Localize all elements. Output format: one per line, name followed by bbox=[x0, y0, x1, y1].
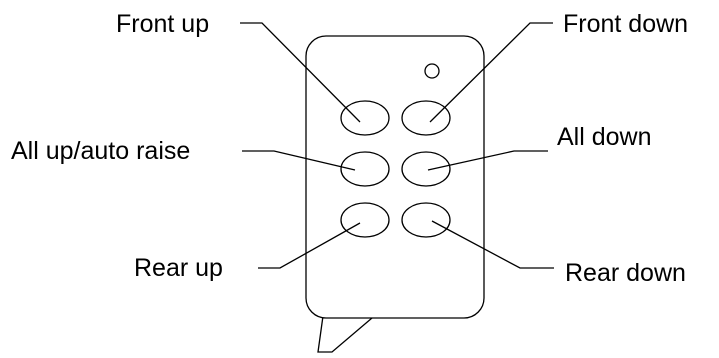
all-up-button bbox=[340, 151, 390, 187]
leader-rear-up bbox=[258, 222, 361, 269]
label-front-up: Front up bbox=[116, 10, 209, 38]
label-all-down: All down bbox=[557, 123, 652, 151]
leader-all-up bbox=[242, 150, 356, 171]
front-down-button bbox=[401, 100, 451, 136]
leader-rear-down bbox=[431, 220, 554, 269]
leader-front-down bbox=[429, 22, 553, 123]
front-up-button bbox=[340, 100, 390, 136]
led-indicator bbox=[424, 63, 440, 79]
label-rear-down: Rear down bbox=[565, 259, 686, 287]
label-front-down: Front down bbox=[563, 10, 688, 38]
rear-up-button bbox=[340, 202, 390, 238]
remote-body bbox=[305, 35, 485, 319]
all-down-button bbox=[401, 151, 451, 187]
leader-all-down bbox=[427, 150, 548, 171]
label-rear-up: Rear up bbox=[134, 254, 223, 282]
remote-clip bbox=[317, 315, 373, 353]
label-all-up: All up/auto raise bbox=[11, 137, 190, 165]
rear-down-button bbox=[401, 202, 451, 238]
leader-front-up bbox=[240, 22, 361, 123]
